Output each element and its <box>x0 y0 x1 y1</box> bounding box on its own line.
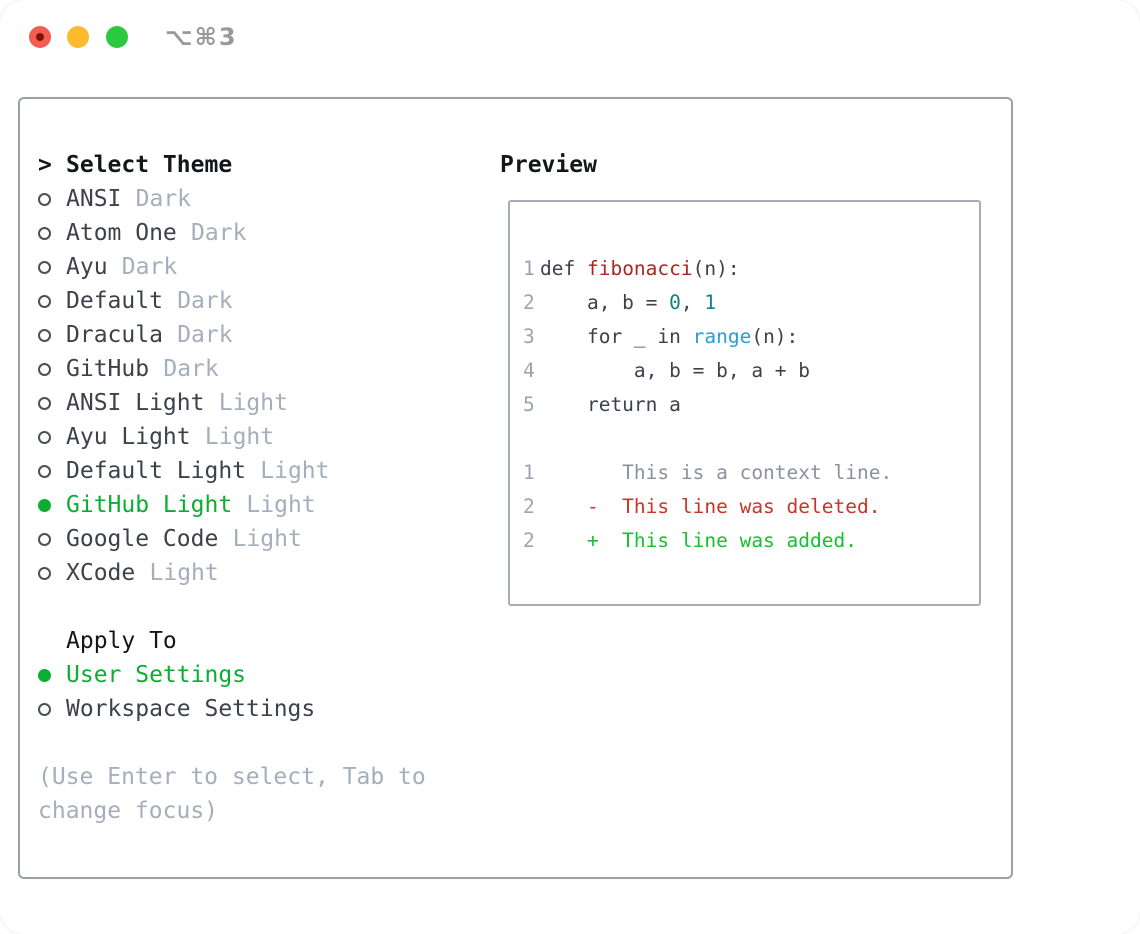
apply-to-option[interactable]: User Settings <box>38 658 426 692</box>
line-number: 1 <box>523 460 535 484</box>
theme-list-item[interactable]: Default Light Light <box>38 454 426 488</box>
radio-icon <box>38 396 51 410</box>
traffic-light-minimize-button[interactable] <box>67 26 89 48</box>
apply-to-title: Apply To <box>66 628 177 654</box>
line-number: 2 <box>523 494 535 518</box>
code-line: 2 a, b = 0, 1 <box>523 285 979 319</box>
code-segment: This is a context line. <box>540 460 893 484</box>
code-segment: 1 <box>704 290 717 314</box>
theme-list-item[interactable]: GitHub Dark <box>38 352 426 386</box>
help-text-line-2: change focus) <box>38 798 219 824</box>
line-number: 5 <box>523 392 535 416</box>
radio-icon <box>38 566 51 580</box>
titlebar: ⌥⌘3 <box>0 0 1140 74</box>
radio-icon <box>38 192 51 206</box>
radio-icon <box>38 260 51 274</box>
theme-list-item[interactable]: ANSI Light Light <box>38 386 426 420</box>
code-segment: return a <box>540 392 681 416</box>
code-line: 1 This is a context line. <box>523 455 979 489</box>
radio-icon <box>38 294 51 308</box>
spacer-row <box>38 590 426 624</box>
line-number: 3 <box>523 324 535 348</box>
code-segment: a, b = b, a + b <box>540 358 811 382</box>
code-line <box>523 421 979 455</box>
theme-list: ANSI Dark Atom One Dark Ayu Dark Default… <box>38 182 426 590</box>
theme-picker-panel: > Select Theme ANSI Dark Atom One Dark A… <box>18 97 1013 879</box>
code-segment: , <box>680 290 705 314</box>
line-number: 4 <box>523 358 535 382</box>
prompt-caret-icon: > <box>38 152 52 178</box>
radio-icon <box>38 362 51 376</box>
theme-list-item[interactable]: Ayu Dark <box>38 250 426 284</box>
code-segment: fibonacci <box>586 256 693 280</box>
code-line: 3 for _ in range(n): <box>523 319 979 353</box>
spacer-row <box>38 726 426 760</box>
code-segment: - This line was deleted. <box>540 494 881 518</box>
unsaved-indicator-dot-icon <box>36 33 44 41</box>
code-line: 5 return a <box>523 387 979 421</box>
code-segment: (n): <box>751 324 799 348</box>
apply-to-option[interactable]: Workspace Settings <box>38 692 426 726</box>
select-theme-header: > Select Theme <box>38 148 426 182</box>
select-theme-title: Select Theme <box>66 152 233 178</box>
theme-list-item[interactable]: XCode Light <box>38 556 426 590</box>
code-line: 2 + This line was added. <box>523 523 979 557</box>
theme-list-item[interactable]: Ayu Light Light <box>38 420 426 454</box>
theme-list-item[interactable]: Dracula Dark <box>38 318 426 352</box>
theme-list-item[interactable]: ANSI Dark <box>38 182 426 216</box>
theme-list-item[interactable]: Google Code Light <box>38 522 426 556</box>
line-number: 1 <box>523 256 535 280</box>
code-segment: range <box>692 324 752 348</box>
radio-icon <box>38 464 51 478</box>
line-number: 2 <box>523 528 535 552</box>
radio-icon <box>38 226 51 240</box>
code-segment: for _ in <box>540 324 693 348</box>
traffic-light-zoom-button[interactable] <box>106 26 128 48</box>
window-title: ⌥⌘3 <box>165 23 238 51</box>
preview-title: Preview <box>500 152 597 178</box>
help-text-line-1: (Use Enter to select, Tab to <box>38 764 426 790</box>
theme-list-item[interactable]: GitHub Light Light <box>38 488 426 522</box>
radio-icon <box>38 498 51 512</box>
code-segment: 0 <box>669 290 681 314</box>
code-segment: + This line was added. <box>540 528 857 552</box>
theme-list-item[interactable]: Atom One Dark <box>38 216 426 250</box>
radio-icon <box>38 668 51 682</box>
code-line: 4 a, b = b, a + b <box>523 353 979 387</box>
radio-icon <box>38 430 51 444</box>
apply-to-header: Apply To <box>38 624 426 658</box>
code-segment: def <box>540 256 587 280</box>
code-segment: (n): <box>692 256 740 280</box>
theme-picker-left-column: > Select Theme ANSI Dark Atom One Dark A… <box>38 148 426 828</box>
apply-to-list: User Settings Workspace Settings <box>38 658 426 726</box>
radio-icon <box>38 532 51 546</box>
theme-list-item[interactable]: Default Dark <box>38 284 426 318</box>
code-segment: a, b = <box>540 290 670 314</box>
code-line: 2 - This line was deleted. <box>523 489 979 523</box>
radio-icon <box>38 328 51 342</box>
traffic-light-close-button[interactable] <box>29 26 51 48</box>
line-number: 2 <box>523 290 535 314</box>
radio-icon <box>38 702 51 716</box>
